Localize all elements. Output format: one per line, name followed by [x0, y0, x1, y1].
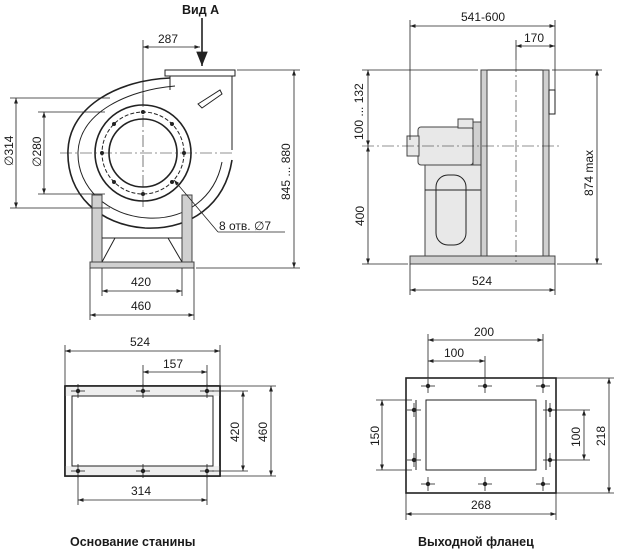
front-dim-d280: ∅280	[30, 136, 44, 167]
front-view: Вид А	[2, 3, 300, 320]
flange-inner	[425, 399, 537, 471]
side-dim-400: 400	[353, 206, 367, 226]
flange-outer	[405, 377, 557, 494]
flange-dim-100-top: 100	[444, 346, 464, 360]
base-frame-caption: Основание станины	[70, 535, 195, 549]
side-view: 541-600 170 100 ... 132 400 874 max 524	[352, 10, 602, 295]
outlet-flange-caption: Выходной фланец	[418, 535, 534, 549]
front-dim-845-880: 845 ... 880	[279, 143, 293, 200]
base-dim-157: 157	[163, 357, 183, 371]
flange-dim-100-side: 100	[569, 427, 583, 447]
base-frame-holes	[71, 384, 214, 478]
side-motor-support	[424, 164, 486, 258]
front-outlet-flange	[164, 69, 236, 77]
side-dim-100-132: 100 ... 132	[352, 83, 366, 140]
base-dim-460: 460	[256, 422, 270, 442]
side-dim-541-600: 541-600	[461, 10, 505, 24]
flange-dim-150: 150	[368, 426, 382, 446]
side-dim-170: 170	[524, 31, 544, 45]
flange-holes	[407, 379, 557, 491]
base-frame-inner	[71, 395, 214, 467]
side-fan-housing	[480, 69, 550, 257]
front-dim-holes: 8 отв. ∅7	[219, 219, 271, 233]
base-frame-outer	[64, 385, 221, 477]
front-dim-287: 287	[158, 32, 178, 46]
side-dim-524: 524	[472, 274, 492, 288]
base-dim-314: 314	[131, 484, 151, 498]
flange-dim-200: 200	[474, 325, 494, 339]
view-a-label: Вид А	[182, 3, 219, 17]
base-dim-524: 524	[130, 335, 150, 349]
outlet-flange-view: 200 100 150 100 218 268 Выходной фланец	[368, 325, 614, 549]
front-dim-420: 420	[131, 275, 151, 289]
side-dim-874: 874 max	[582, 150, 596, 196]
front-stand	[89, 194, 195, 269]
base-frame-view: 524 157 420 460 314 Основание станины	[64, 335, 276, 549]
flange-dim-218: 218	[594, 426, 608, 446]
flange-dim-268: 268	[471, 498, 491, 512]
front-dim-d314: ∅314	[2, 135, 16, 166]
front-dim-460: 460	[131, 299, 151, 313]
base-dim-420: 420	[228, 422, 242, 442]
side-base	[409, 255, 556, 265]
